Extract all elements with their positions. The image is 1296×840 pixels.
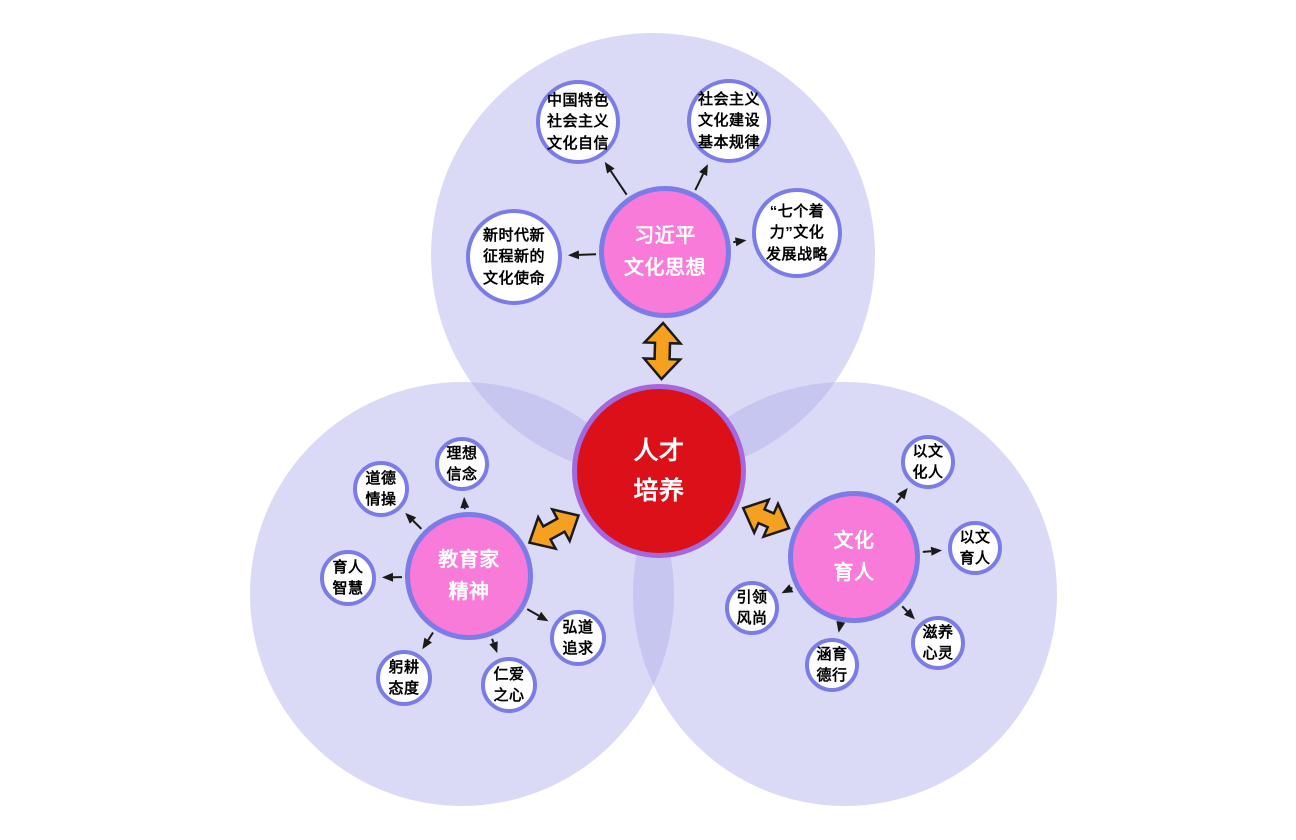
- connector-arrowhead-icon: [489, 641, 498, 654]
- connector-arrowhead-icon: [604, 161, 615, 174]
- satellite-node-nourish-soul: 滋养 心灵: [911, 616, 965, 670]
- satellite-node-moral-sentiment: 道德 情操: [353, 461, 409, 517]
- hub-node-educator-spirit: 教育家 精神: [405, 512, 533, 640]
- connector-line: [427, 631, 434, 641]
- double-arrow-icon: [527, 507, 581, 551]
- connector-arrowhead-icon: [781, 584, 794, 594]
- connector-line: [694, 173, 704, 191]
- connector-line: [526, 608, 540, 617]
- double-arrow-icon: [741, 497, 791, 539]
- connector-arrowhead-icon: [735, 237, 747, 247]
- connector-line: [609, 170, 628, 196]
- satellite-node-ideal-belief: 理想 信念: [435, 437, 489, 491]
- connector-line: [412, 519, 423, 530]
- connector-line: [491, 638, 495, 644]
- connector-line: [901, 605, 908, 613]
- satellite-node-lead-fashion: 引领 风尚: [725, 581, 779, 635]
- satellite-node-educate-people-with-culture: 以文 育人: [948, 521, 1002, 575]
- connector-arrowhead-icon: [422, 637, 432, 650]
- hub-node-xi-jinping-culture-thought: 习近平 文化思想: [599, 186, 731, 318]
- satellite-node-educating-wisdom: 育人 智慧: [320, 550, 376, 606]
- connector-line: [895, 496, 902, 504]
- connector-arrowhead-icon: [699, 164, 708, 176]
- connector-arrowhead-icon: [405, 512, 417, 524]
- satellite-node-seven-focus-culture-strategy: “七个着 力”文化 发展战略: [752, 188, 842, 278]
- satellite-node-socialist-culture-construction-rules: 社会主义 文化建设 基本规律: [687, 79, 771, 163]
- satellite-node-cultivate-people-with-culture: 以文 化人: [901, 435, 955, 489]
- connector-arrowhead-icon: [836, 621, 846, 633]
- satellite-node-cultivate-virtue: 涵育 德行: [805, 638, 859, 692]
- connector-line: [922, 550, 932, 553]
- connector-arrowhead-icon: [568, 250, 580, 260]
- connector-arrowhead-icon: [930, 546, 943, 556]
- connector-arrowhead-icon: [897, 488, 908, 500]
- satellite-node-benevolent-heart: 仁爱 之心: [481, 657, 537, 713]
- satellite-node-dao-promoting-pursuit: 弘道 追求: [550, 610, 606, 666]
- satellite-node-diligent-attitude: 躬耕 态度: [376, 650, 432, 706]
- center-node-talent-cultivation: 人才 培养: [572, 384, 746, 558]
- satellite-node-cultural-confidence: 中国特色 社会主义 文化自信: [536, 80, 620, 164]
- double-arrow-icon: [641, 321, 684, 381]
- satellite-node-new-era-cultural-mission: 新时代新 征程新的 文化使命: [466, 209, 562, 305]
- connector-arrowhead-icon: [536, 611, 549, 622]
- hub-node-culture-educates-people: 文化 育人: [788, 491, 920, 623]
- connector-arrowhead-icon: [904, 608, 915, 620]
- connector-arrowhead-icon: [460, 496, 470, 509]
- connector-arrowhead-icon: [382, 572, 394, 582]
- connector-line: [578, 253, 597, 256]
